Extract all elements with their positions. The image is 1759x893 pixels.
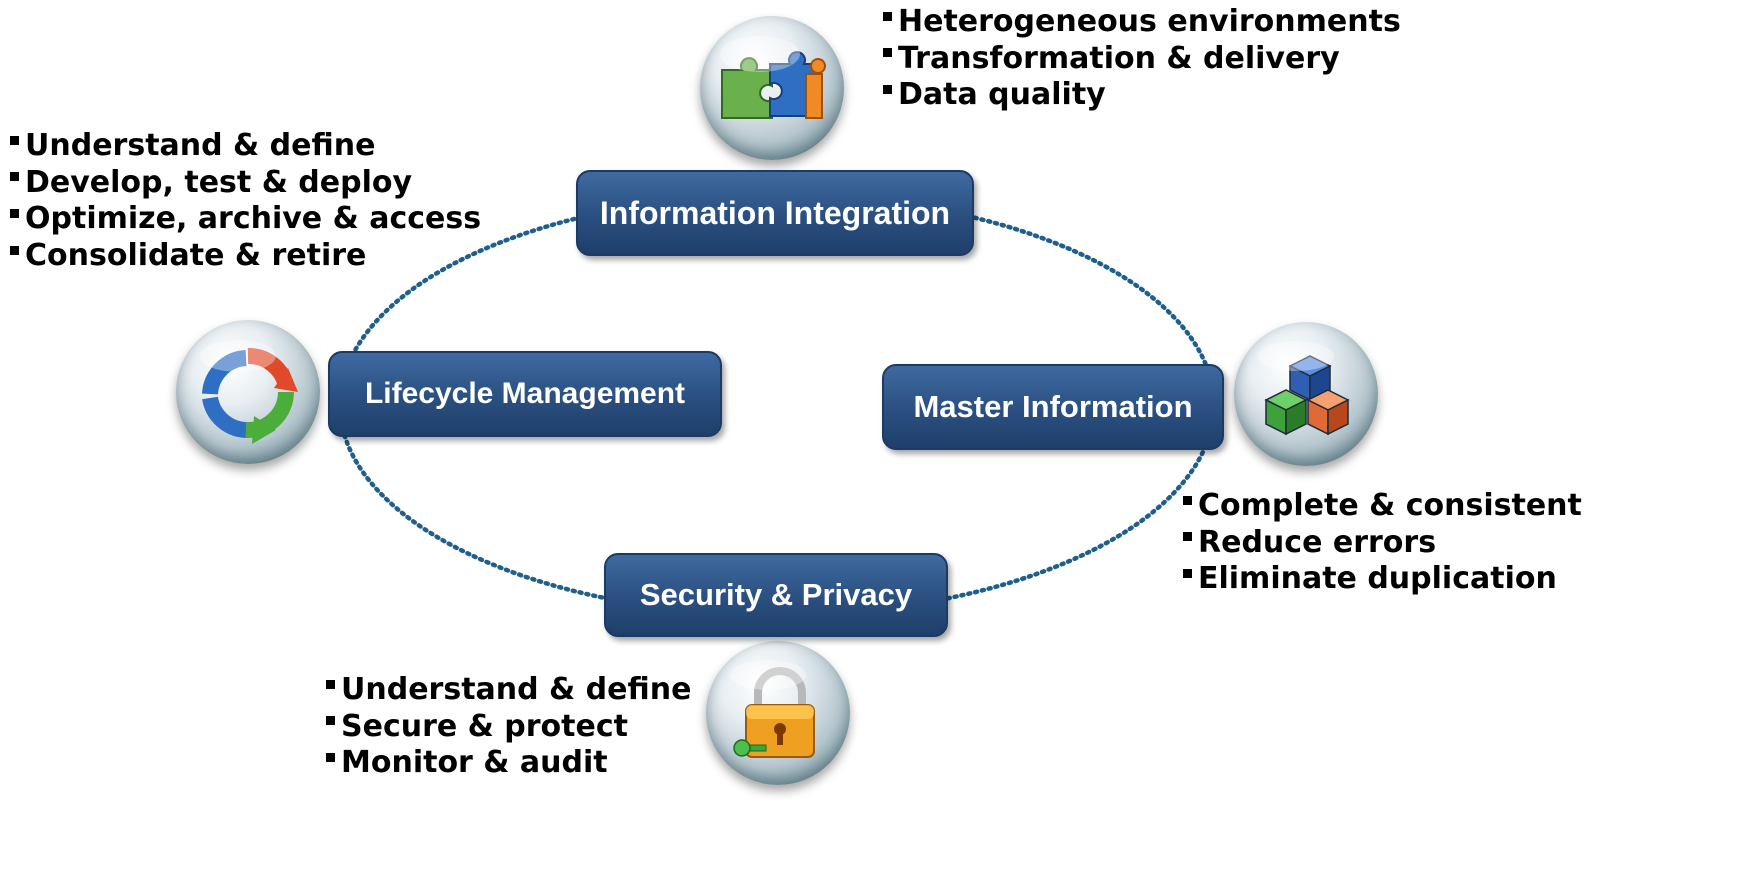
- list-item: Develop, test & deploy: [10, 165, 481, 202]
- list-item: Heterogeneous environments: [883, 4, 1401, 41]
- bullet-square-icon: [883, 48, 892, 58]
- list-item: Complete & consistent: [1183, 488, 1582, 525]
- information-integration-label: Information Integration: [599, 194, 951, 231]
- security-privacy-label: Security & Privacy: [639, 577, 913, 612]
- bullet-square-icon: [883, 84, 892, 94]
- bullet-square-icon: [1183, 495, 1192, 505]
- puzzle-icon: [700, 16, 844, 160]
- bullet-square-icon: [326, 752, 335, 762]
- list-item: Reduce errors: [1183, 525, 1582, 562]
- master-information-box: Master Information: [882, 364, 1224, 450]
- bullet-square-icon: [1183, 532, 1192, 542]
- list-item: Consolidate & retire: [10, 238, 481, 275]
- list-item: Optimize, archive & access: [10, 201, 481, 238]
- bullet-square-icon: [10, 135, 19, 145]
- bullet-square-icon: [883, 11, 892, 21]
- bullet-square-icon: [326, 679, 335, 689]
- lifecycle-management-box: Lifecycle Management: [328, 351, 722, 437]
- security-privacy-bullets: Understand & define Secure & protect Mon…: [326, 672, 691, 782]
- bullet-square-icon: [10, 172, 19, 182]
- bullet-square-icon: [1183, 568, 1192, 578]
- information-integration-bullets: Heterogeneous environments Transformatio…: [883, 4, 1401, 114]
- master-information-label: Master Information: [913, 389, 1193, 424]
- list-item: Understand & define: [10, 128, 481, 165]
- lifecycle-management-bullets: Understand & define Develop, test & depl…: [10, 128, 481, 274]
- padlock-icon: [706, 641, 850, 785]
- list-item: Monitor & audit: [326, 745, 691, 782]
- master-information-bullets: Complete & consistent Reduce errors Elim…: [1183, 488, 1582, 598]
- list-item: Eliminate duplication: [1183, 561, 1582, 598]
- cycle-arrows-icon: [176, 320, 320, 464]
- lifecycle-management-label: Lifecycle Management: [364, 377, 686, 410]
- list-item: Data quality: [883, 77, 1401, 114]
- cubes-icon: [1234, 322, 1378, 466]
- bullet-square-icon: [10, 245, 19, 255]
- bullet-square-icon: [10, 208, 19, 218]
- security-privacy-box: Security & Privacy: [604, 553, 948, 637]
- list-item: Transformation & delivery: [883, 41, 1401, 78]
- list-item: Secure & protect: [326, 709, 691, 746]
- information-integration-box: Information Integration: [576, 170, 974, 256]
- list-item: Understand & define: [326, 672, 691, 709]
- bullet-square-icon: [326, 716, 335, 726]
